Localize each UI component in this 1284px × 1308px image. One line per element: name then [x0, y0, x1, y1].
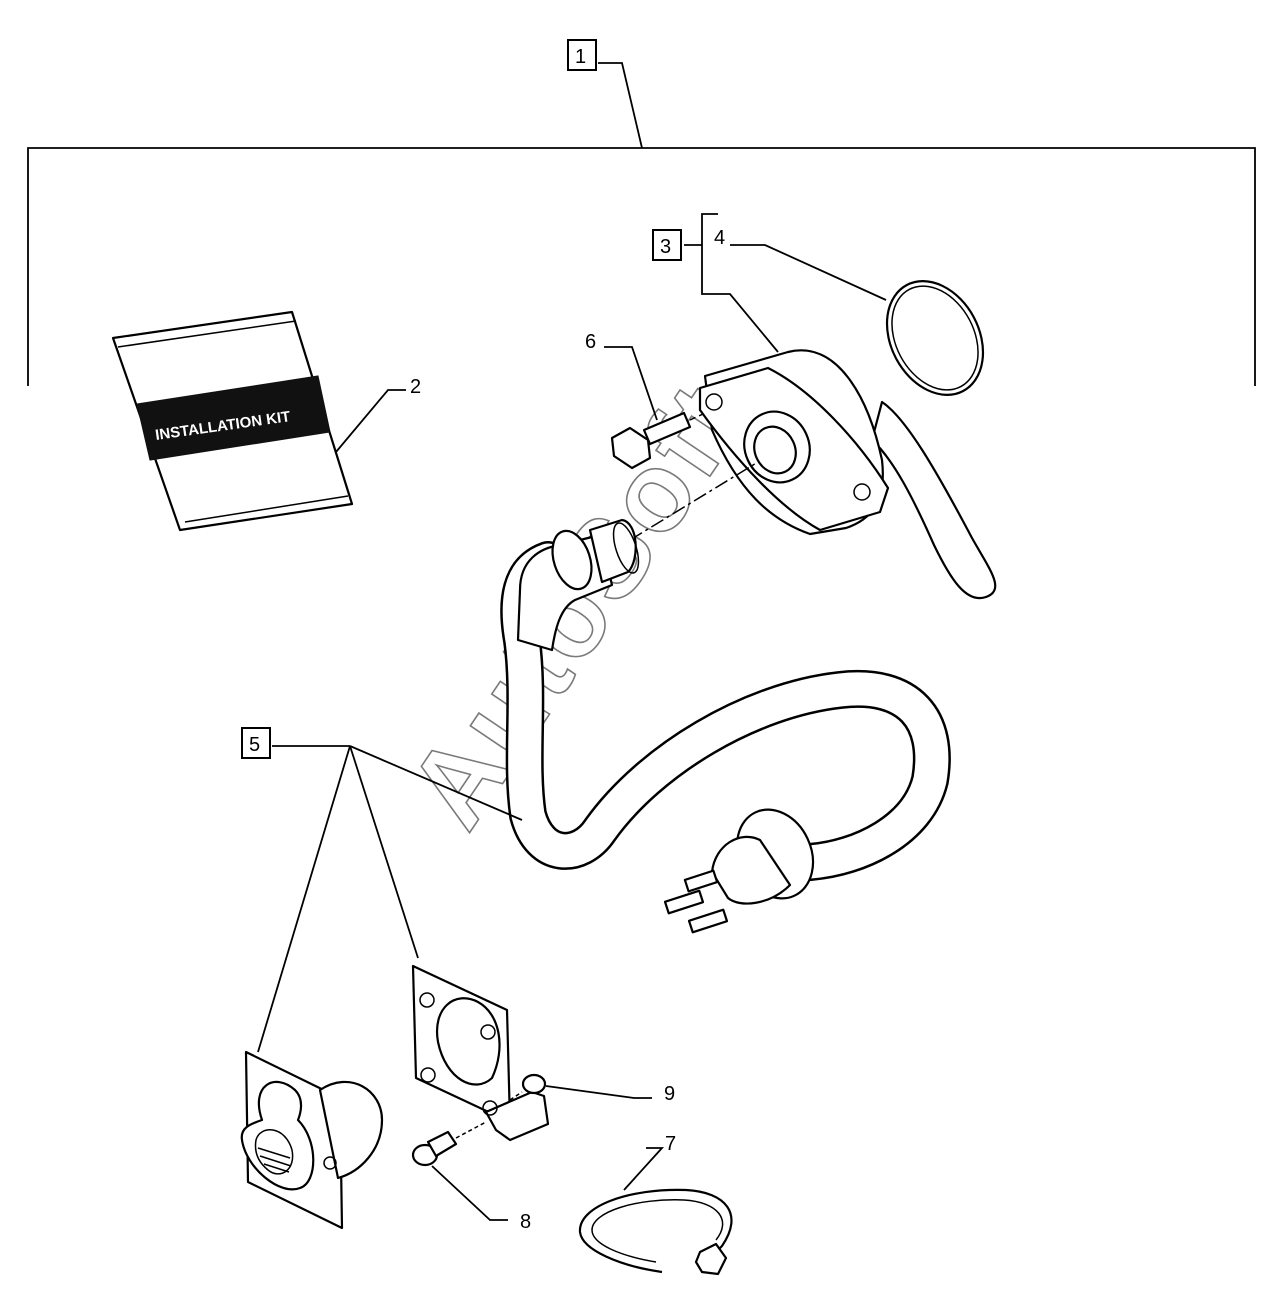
installation-manual: INSTALLATION KIT [111, 310, 406, 532]
callout-6-number: 6 [585, 331, 596, 353]
callout-7: 7 [665, 1133, 676, 1155]
o-ring [885, 280, 985, 396]
heater-element [698, 349, 997, 600]
screw [411, 1121, 508, 1221]
watermark-text: AutoSoft [384, 360, 770, 848]
callout-4-number: 4 [714, 227, 725, 249]
callout-8-number: 8 [520, 1211, 531, 1233]
callout-1: 1 [567, 39, 597, 71]
kit-bracket [27, 62, 1256, 386]
callout-5: 5 [241, 727, 271, 759]
callout-2: 2 [410, 376, 421, 398]
callout-9: 9 [664, 1083, 675, 1105]
callout-2-number: 2 [410, 376, 421, 398]
cable-assembly [500, 518, 951, 934]
callout-6: 6 [585, 331, 596, 353]
callout-3: 3 [652, 229, 682, 261]
cable-tie [578, 1147, 733, 1276]
mounting-bracket [411, 964, 550, 1142]
callout-3-number: 3 [660, 236, 671, 258]
callout-9-number: 9 [664, 1083, 675, 1105]
bolt [604, 346, 717, 470]
callout-3-bracket [684, 213, 887, 353]
callout-7-number: 7 [665, 1133, 676, 1155]
watermark: AutoSoft [383, 359, 770, 849]
socket-assembly [240, 1050, 384, 1230]
callout-1-number: 1 [575, 46, 586, 68]
nut [509, 1073, 652, 1101]
callout-8: 8 [520, 1211, 531, 1233]
callout-4: 4 [714, 227, 725, 249]
callout-5-number: 5 [249, 734, 260, 756]
callout-5-leaders [257, 745, 523, 1053]
